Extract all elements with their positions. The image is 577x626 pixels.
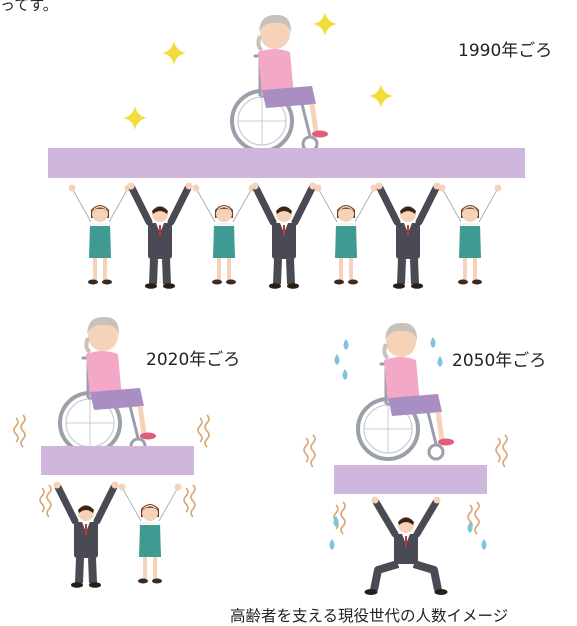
worker-woman (69, 185, 132, 285)
platform-1990 (48, 148, 525, 178)
sweat-drop-icon (430, 337, 436, 348)
worker-woman (315, 185, 378, 285)
sweat-drop-icon (329, 539, 335, 550)
strain-lines-icon (183, 484, 196, 518)
worker-man (252, 183, 317, 289)
worker-man-squatting (364, 496, 448, 595)
label-1990: 1990年ごろ (458, 41, 553, 61)
sparkle-icon (123, 106, 147, 130)
sparkle-icon (369, 84, 393, 108)
strain-lines-icon (39, 484, 52, 518)
caption: 高齢者を支える現役世代の人数イメージ (230, 607, 509, 625)
strain-lines-icon (197, 414, 210, 448)
elder-2020-wheelchair-icon (60, 317, 156, 453)
top-text-fragment: ってす。 (0, 0, 58, 14)
worker-man (128, 183, 193, 289)
worker-man (376, 183, 441, 289)
strain-lines-icon (495, 434, 508, 468)
sweat-drop-icon (481, 539, 487, 550)
sweat-drop-icon (334, 354, 340, 365)
worker-woman (119, 484, 182, 584)
strain-lines-icon (303, 434, 316, 468)
worker-woman (193, 185, 256, 285)
elder-2050-wheelchair-icon (358, 323, 454, 459)
elder-1990-wheelchair-icon (232, 15, 328, 151)
worker-man (54, 482, 119, 588)
sparkle-icon (162, 41, 186, 65)
sweat-drop-icon (437, 356, 443, 367)
label-2020: 2020年ごろ (146, 350, 241, 370)
label-2050: 2050年ごろ (452, 351, 547, 371)
platform-2020 (41, 446, 194, 475)
worker-woman (439, 185, 502, 285)
sweat-drop-icon (342, 369, 348, 380)
strain-lines-icon (13, 414, 26, 448)
sparkle-icon (313, 12, 337, 36)
sweat-drop-icon (343, 339, 349, 350)
platform-2050 (334, 465, 487, 494)
